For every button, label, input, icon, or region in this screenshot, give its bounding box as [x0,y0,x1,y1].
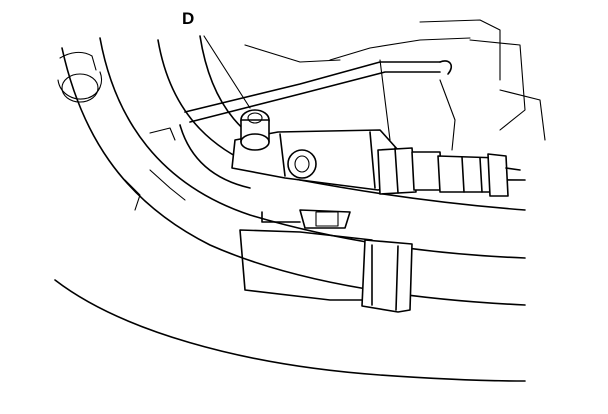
callout-d-label: D [182,9,195,28]
solenoid-valve [231,109,521,197]
curved-hoses [54,35,526,382]
lower-connector [361,239,413,313]
fuel-line [184,60,452,123]
callout-d-leader [203,35,251,109]
background-engine-parts [57,19,546,211]
